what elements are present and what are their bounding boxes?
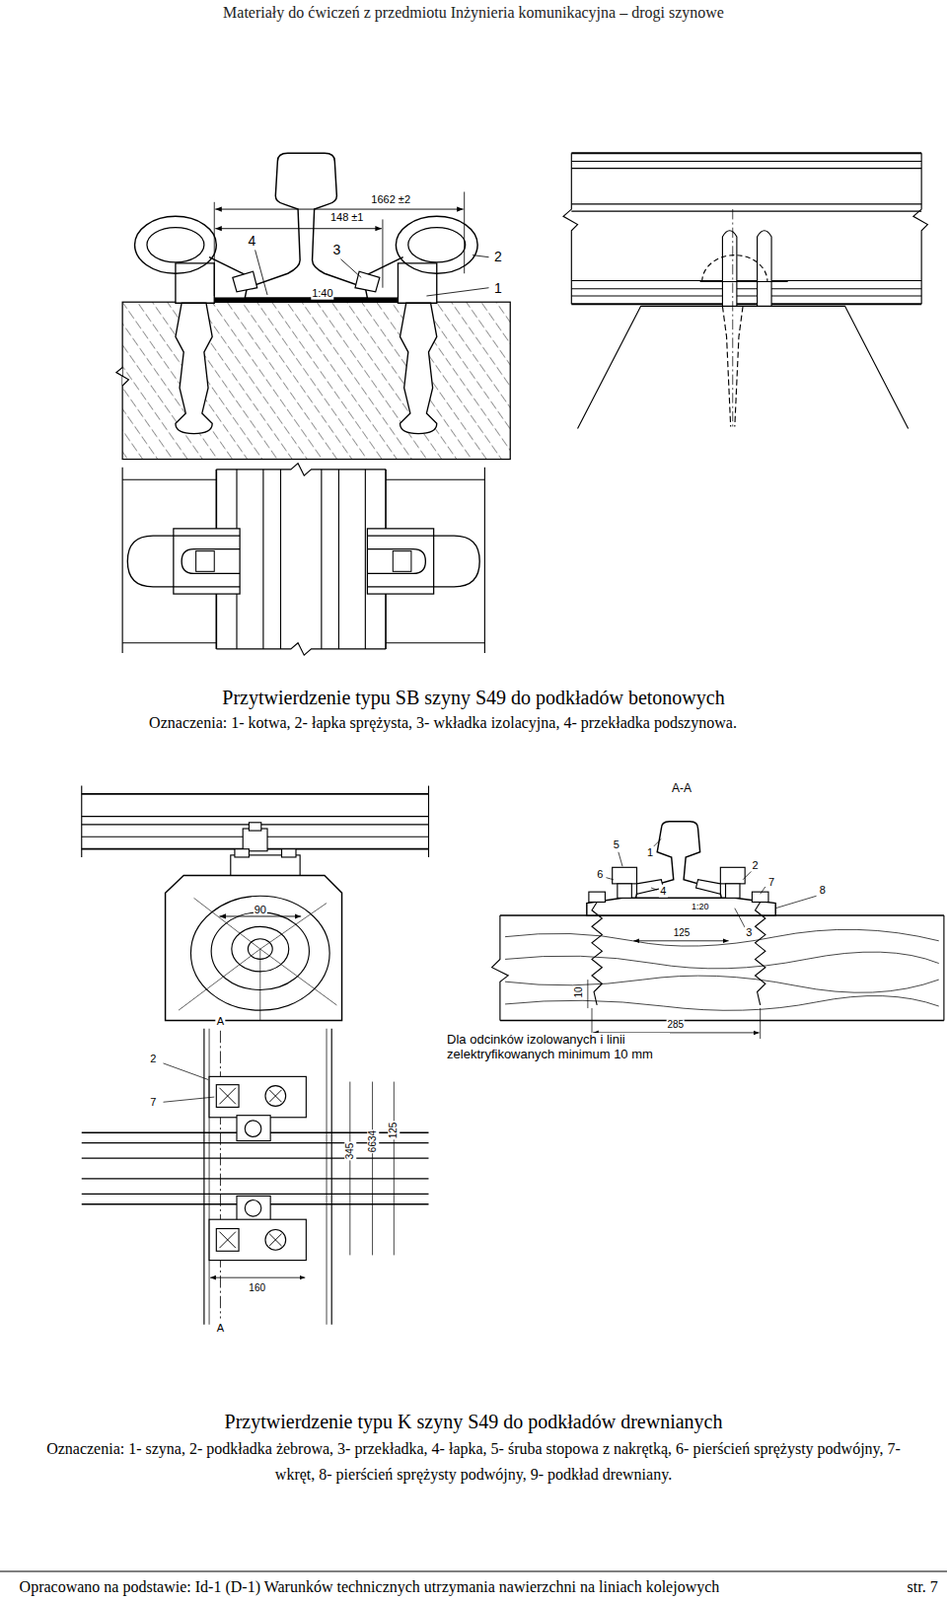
dimension: 6634: [366, 1128, 379, 1153]
callout-number: 3: [744, 925, 753, 939]
callout-number: 6: [595, 867, 604, 880]
callout-number: 4: [247, 232, 258, 249]
legend-text: Oznaczenia: 1- szyna, 2- podkładka żebro…: [43, 1436, 904, 1488]
callout-number: 4: [658, 884, 667, 898]
page-header: Materiały do ćwiczeń z przedmiotu Inżyni…: [221, 3, 726, 22]
callout-number: 7: [767, 874, 776, 888]
dimension: 125: [672, 927, 692, 940]
section-mark: A-A: [670, 782, 693, 797]
dimension: 1662 ±2: [369, 192, 412, 206]
dimension: 160: [247, 1282, 267, 1295]
callout-number: 1: [646, 845, 655, 859]
callout-number: 7: [148, 1095, 157, 1109]
inclination: 1:40: [310, 287, 334, 300]
dimension: 90: [253, 902, 268, 916]
note: Dla odcinków izolowanych i linii zelektr…: [445, 1032, 670, 1063]
callout-number: 2: [148, 1051, 157, 1065]
section-mark: A: [216, 1014, 225, 1027]
dimension: 345: [344, 1142, 357, 1162]
figure-caption: Przytwierdzenie typu SB szyny S49 do pod…: [220, 685, 726, 709]
callout-number: 2: [493, 248, 504, 265]
dimension: 285: [665, 1019, 685, 1031]
page-number: str. 7: [906, 1577, 940, 1596]
footer-source: Opracowano na podstawie: Id-1 (D-1) Waru…: [18, 1577, 722, 1596]
callout-number: 2: [750, 859, 759, 873]
dimension: 10: [573, 985, 585, 999]
dimension: 125: [388, 1121, 401, 1141]
callout-number: 5: [612, 837, 621, 851]
figure-caption: Przytwierdzenie typu K szyny S49 do podk…: [223, 1410, 725, 1434]
inclination: 1:20: [690, 900, 711, 911]
legend-text: Oznaczenia: 1- kotwa, 2- łapka sprężysta…: [147, 714, 738, 732]
callout-number: 8: [818, 883, 827, 897]
section-mark: A: [216, 1321, 225, 1335]
callout-number: 1: [493, 280, 504, 296]
dimension: 148 ±1: [329, 211, 365, 224]
callout-number: 3: [331, 241, 342, 258]
